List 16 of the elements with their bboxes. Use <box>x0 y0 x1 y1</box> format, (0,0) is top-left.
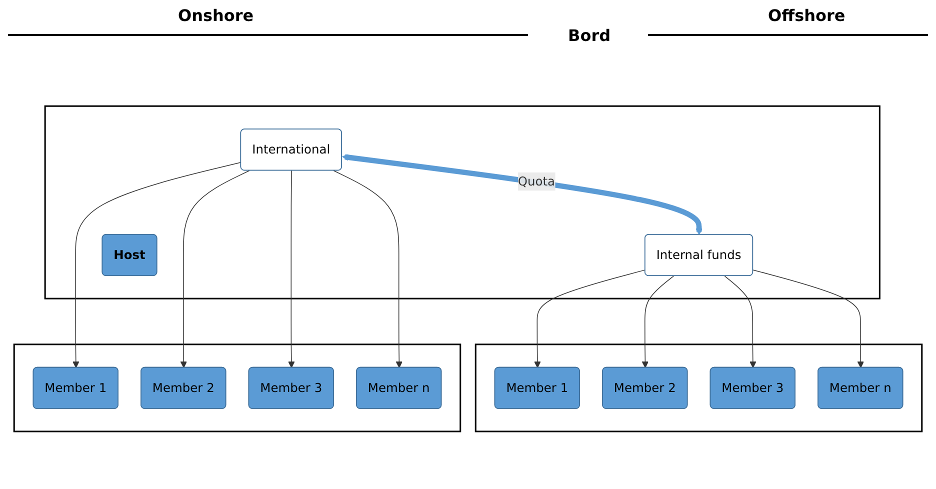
cluster <box>44 106 880 300</box>
region-label: Onshore <box>178 6 254 25</box>
arrow <box>180 170 250 368</box>
edge-label: Quota <box>518 174 556 189</box>
arrow <box>333 170 402 368</box>
cluster <box>13 344 462 432</box>
arrow <box>752 270 864 368</box>
arrow <box>72 162 242 368</box>
arrow <box>642 276 674 368</box>
arrow <box>534 270 646 368</box>
arrow <box>342 154 702 236</box>
arrow <box>724 276 756 368</box>
region-label: Offshore <box>768 6 846 25</box>
cluster <box>474 344 923 432</box>
arrow <box>288 170 295 368</box>
border-label: Bord <box>568 26 611 45</box>
